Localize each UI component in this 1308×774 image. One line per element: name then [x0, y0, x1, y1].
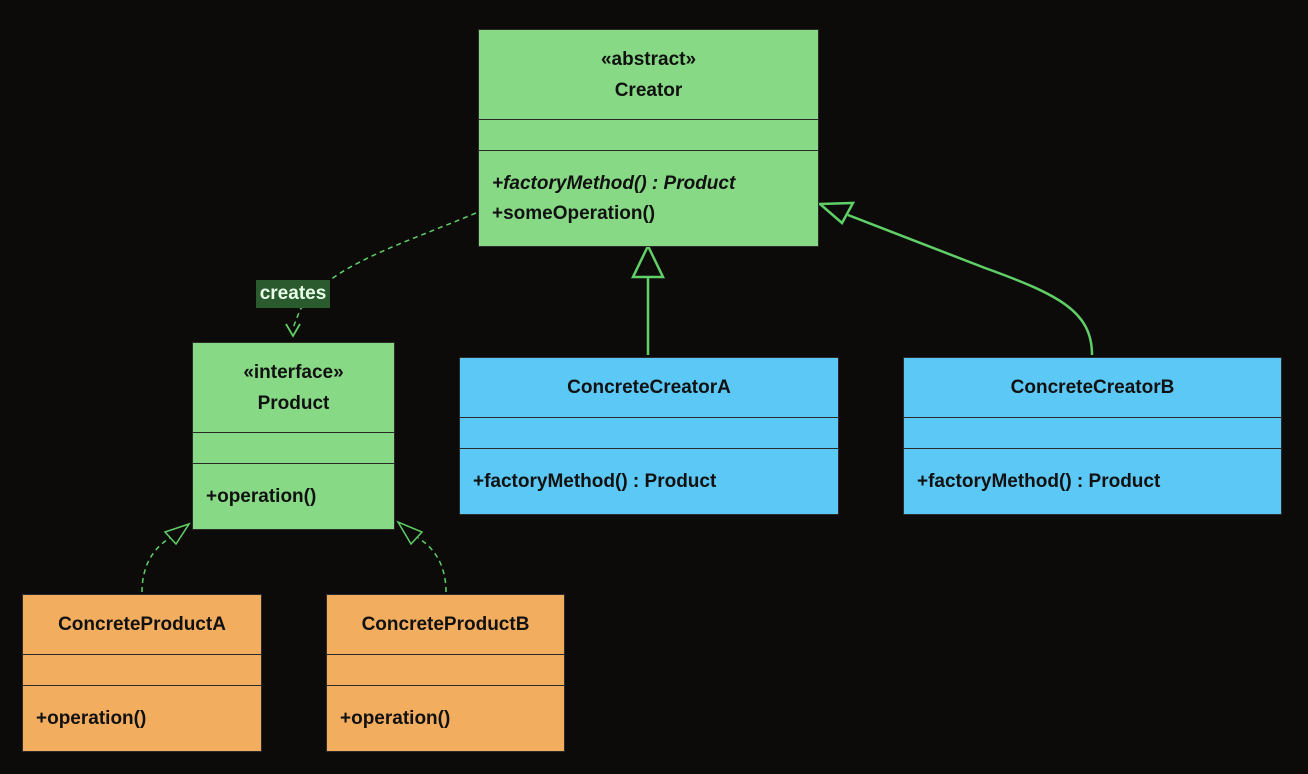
concrete-creator-b-op-factory-method: +factoryMethod() : Product	[917, 470, 1161, 492]
generalization-arrowhead-creator-b	[816, 201, 856, 225]
creator-attributes	[479, 120, 818, 151]
concrete-creator-b-header: ConcreteCreatorB	[904, 358, 1281, 418]
realization-arrowhead-product-a	[163, 522, 191, 546]
concrete-creator-b-operations: +factoryMethod() : Product	[904, 449, 1281, 514]
creator-class[interactable]: «abstract» Creator +factoryMethod() : Pr…	[478, 29, 819, 247]
concrete-product-b-op-operation: +operation()	[340, 707, 451, 729]
concrete-creator-a-class[interactable]: ConcreteCreatorA +factoryMethod() : Prod…	[459, 357, 839, 515]
concrete-product-a-attributes	[23, 655, 261, 686]
concrete-creator-a-operations: +factoryMethod() : Product	[460, 449, 838, 514]
product-attributes	[193, 433, 394, 464]
product-name: Product	[257, 392, 330, 414]
creator-op-some-operation: +someOperation()	[492, 202, 656, 224]
concrete-product-a-header: ConcreteProductA	[23, 595, 261, 655]
concrete-product-b-operations: +operation()	[327, 686, 564, 751]
realization-line-product-a	[141, 537, 171, 593]
creator-name: Creator	[614, 79, 683, 101]
creator-op-factory-method: +factoryMethod() : Product	[492, 172, 736, 194]
concrete-creator-a-op-factory-method: +factoryMethod() : Product	[473, 470, 717, 492]
concrete-product-b-attributes	[327, 655, 564, 686]
concrete-product-a-op-operation: +operation()	[36, 707, 147, 729]
creates-arrowhead	[285, 323, 301, 338]
concrete-creator-b-class[interactable]: ConcreteCreatorB +factoryMethod() : Prod…	[903, 357, 1282, 515]
concrete-creator-a-header: ConcreteCreatorA	[460, 358, 838, 418]
concrete-product-a-operations: +operation()	[23, 686, 261, 751]
concrete-product-b-class[interactable]: ConcreteProductB +operation()	[326, 594, 565, 752]
realization-line-product-b	[417, 537, 447, 593]
creator-stereotype: «abstract»	[600, 48, 697, 70]
concrete-product-b-header: ConcreteProductB	[327, 595, 564, 655]
creates-dependency-line	[292, 212, 477, 329]
concrete-creator-b-attributes	[904, 418, 1281, 449]
concrete-product-a-name: ConcreteProductA	[58, 614, 226, 635]
concrete-creator-a-name: ConcreteCreatorA	[567, 377, 731, 398]
product-interface[interactable]: «interface» Product +operation()	[192, 342, 395, 530]
product-operations: +operation()	[193, 464, 394, 529]
concrete-creator-b-name: ConcreteCreatorB	[1010, 377, 1175, 398]
generalization-arrowhead-creator-a	[631, 243, 665, 279]
concrete-product-b-name: ConcreteProductB	[361, 614, 530, 635]
realization-arrowhead-product-b	[396, 520, 424, 546]
creator-operations: +factoryMethod() : Product +someOperatio…	[479, 151, 818, 246]
product-header: «interface» Product	[193, 343, 394, 433]
generalization-line-creator-b	[847, 213, 1094, 356]
product-stereotype: «interface»	[243, 361, 344, 383]
creates-label: creates	[256, 280, 330, 308]
concrete-creator-a-attributes	[460, 418, 838, 449]
product-op-operation: +operation()	[206, 485, 317, 507]
creator-header: «abstract» Creator	[479, 30, 818, 120]
concrete-product-a-class[interactable]: ConcreteProductA +operation()	[22, 594, 262, 752]
